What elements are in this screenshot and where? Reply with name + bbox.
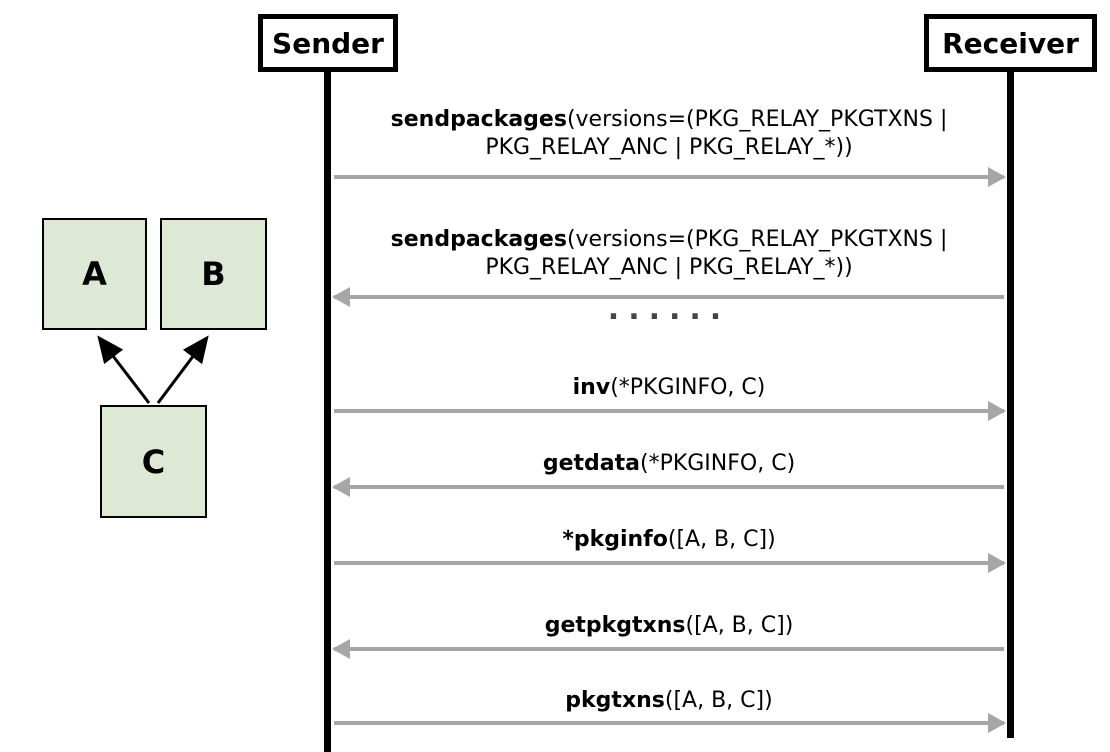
message-1-line-2: PKG_RELAY_ANC | PKG_RELAY_*)) xyxy=(485,135,853,161)
message-label-3: inv(*PKGINFO, C) xyxy=(572,375,766,400)
message-label-1: sendpackages(versions=(PKG_RELAY_PKGTXNS… xyxy=(331,106,1007,162)
message-label-4: getdata(*PKGINFO, C) xyxy=(542,451,796,476)
graph-node-b: B xyxy=(160,218,267,330)
message-label-2: sendpackages(versions=(PKG_RELAY_PKGTXNS… xyxy=(331,226,1007,282)
graph-node-b-label: B xyxy=(201,255,226,293)
message-arrow-2 xyxy=(332,287,1004,307)
message-arrow-1 xyxy=(334,167,1006,187)
message-arrow-6 xyxy=(332,639,1004,659)
message-label-6: getpkgtxns([A, B, C]) xyxy=(544,613,794,638)
lifeline-receiver xyxy=(1007,70,1014,738)
graph-edges xyxy=(97,335,209,404)
actor-receiver-label: Receiver xyxy=(942,26,1079,60)
ellipsis-dots: ...... xyxy=(607,292,731,327)
graph-node-c: C xyxy=(100,405,207,518)
message-arrow-4 xyxy=(332,477,1004,497)
message-2-line-2: PKG_RELAY_ANC | PKG_RELAY_*)) xyxy=(485,255,853,281)
lifeline-sender xyxy=(324,70,331,752)
message-arrow-5 xyxy=(334,553,1006,573)
message-label-5: *pkginfo([A, B, C]) xyxy=(562,527,776,552)
message-arrow-7 xyxy=(334,713,1006,733)
message-2-line-1: sendpackages(versions=(PKG_RELAY_PKGTXNS… xyxy=(390,227,948,252)
message-label-7: pkgtxns([A, B, C]) xyxy=(565,688,773,713)
actor-receiver: Receiver xyxy=(924,14,1097,72)
graph-node-c-label: C xyxy=(141,442,166,481)
actor-sender-label: Sender xyxy=(272,26,384,60)
actor-sender: Sender xyxy=(258,14,398,72)
message-arrow-3 xyxy=(334,401,1006,421)
graph-node-a: A xyxy=(42,218,147,330)
edge-c-to-a xyxy=(97,335,151,404)
graph-node-a-label: A xyxy=(82,255,107,293)
edge-c-to-b xyxy=(156,335,209,404)
message-1-line-1: sendpackages(versions=(PKG_RELAY_PKGTXNS… xyxy=(390,107,948,132)
